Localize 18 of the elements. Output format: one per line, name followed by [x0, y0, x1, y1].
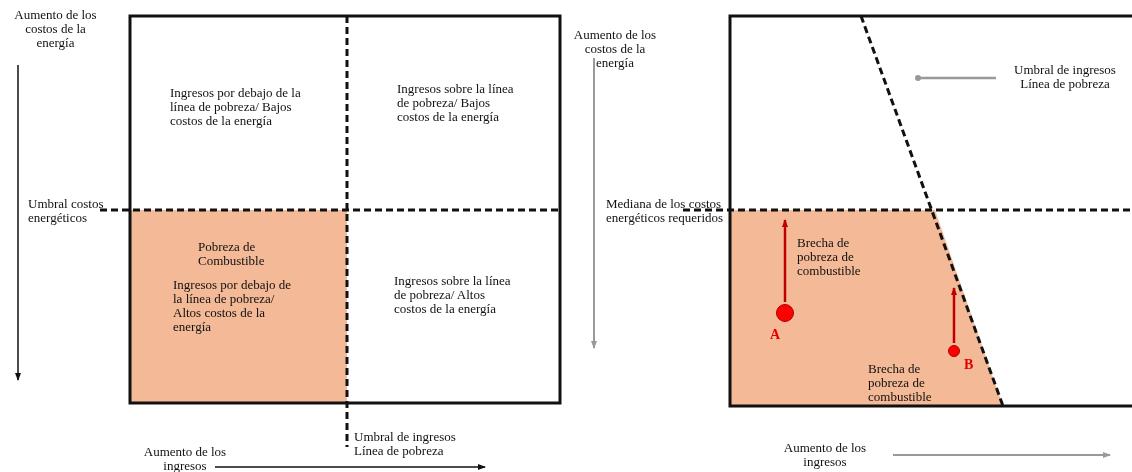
arrow [951, 287, 957, 343]
region-heading: Pobreza de Combustible [198, 240, 266, 268]
region-text: Umbral de ingresos Línea de pobreza [1013, 63, 1117, 91]
region-text: Ingresos por debajo de la línea de pobreza/ Altos costos de la energía [173, 278, 293, 334]
axis-title: Aumento de los ingresos [782, 441, 868, 469]
point-label: A [770, 328, 782, 342]
threshold-label: Umbral de ingresos Línea de pobreza [354, 430, 457, 458]
leader-line [915, 75, 996, 81]
axis-title: Aumento de los costos de la energía [13, 8, 98, 50]
arrow [782, 219, 788, 302]
axis-title: Aumento de los costos de la energía [572, 28, 658, 70]
point-label: B [964, 358, 975, 372]
threshold-label: Umbral costos energéticos [28, 197, 105, 225]
axis-title: Aumento de los ingresos [142, 445, 228, 472]
region-text: Ingresos por debajo de la línea de pobreza/ Bajos costos de la energía [170, 86, 302, 128]
region-text: Ingresos sobre la línea de pobreza/ Altos costos de la energía [394, 274, 512, 316]
threshold-label: Mediana de los costos energéticos requeridos [606, 197, 725, 225]
region-text: Ingresos sobre la línea de pobreza/ Bajos costos de la energía [397, 82, 515, 124]
